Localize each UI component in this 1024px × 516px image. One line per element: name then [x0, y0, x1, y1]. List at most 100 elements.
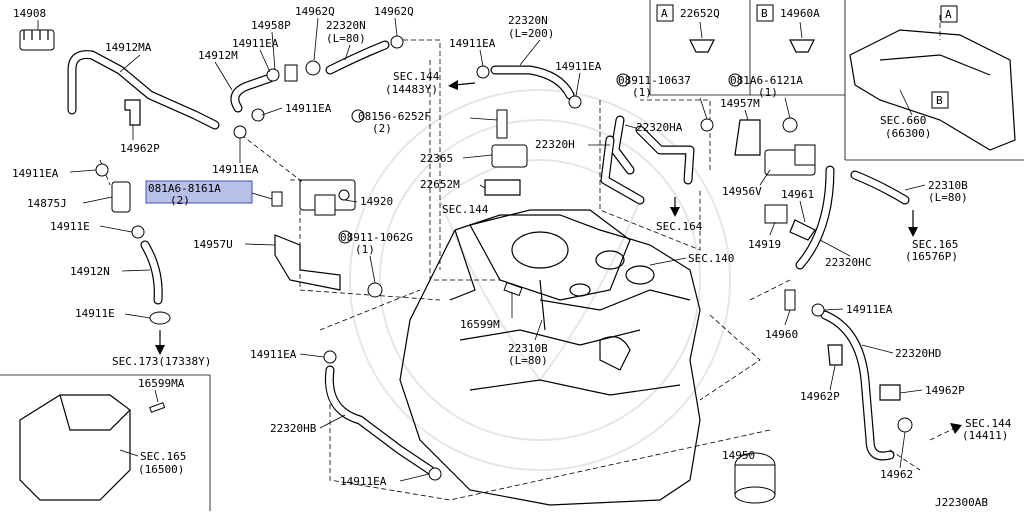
- clamps-14958P-14962Q[interactable]: [266, 35, 404, 82]
- bracket-14962P-right-upper[interactable]: [827, 344, 843, 366]
- label-14911E-b: 14911E: [75, 307, 115, 320]
- engine-assembly: [399, 209, 701, 506]
- hose-22320N-L80[interactable]: [325, 40, 390, 75]
- label-22320N-a: 22320N: [326, 19, 366, 32]
- clamp-14911EA-lower[interactable]: [323, 350, 442, 481]
- label-22320N-a-len: (L=80): [326, 32, 366, 45]
- label-14908: 14908: [13, 7, 46, 20]
- label-14920: 14920: [360, 195, 393, 208]
- clamp-14957M[interactable]: [734, 119, 761, 156]
- label-22365: 22365: [420, 152, 453, 165]
- valve-14956V[interactable]: [764, 144, 816, 176]
- bracket-22652M[interactable]: [484, 179, 521, 196]
- hose-22320H[interactable]: [600, 135, 645, 205]
- clip-22652Q[interactable]: [689, 39, 715, 53]
- label-14912M: 14912M: [198, 49, 238, 62]
- label-14911EA-e: 14911EA: [12, 167, 59, 180]
- bracket-14919[interactable]: [764, 204, 788, 224]
- label-sec165-right-ref: (16576P): [905, 250, 958, 263]
- label-sec144-top: SEC.144: [393, 70, 440, 83]
- hose-14912N[interactable]: [140, 240, 163, 305]
- bracket-14962P-left[interactable]: [124, 99, 141, 126]
- label-sec165-left: SEC.165: [140, 450, 186, 463]
- label-22310B-center: 22310B: [508, 342, 548, 355]
- clamp-14911E-upper[interactable]: [131, 225, 145, 239]
- ref-B-cover-label: B: [936, 94, 943, 107]
- tube-22310B-center[interactable]: [539, 279, 546, 331]
- ref-B-label: B: [761, 7, 768, 20]
- clamp-14911EA-left[interactable]: [95, 163, 109, 177]
- label-08911-1062G-qty: (1): [355, 243, 375, 256]
- hose-22310B-upper[interactable]: [850, 170, 910, 205]
- bolt-081A6-6121A[interactable]: [782, 117, 798, 133]
- label-sec660-ref: (66300): [885, 127, 931, 140]
- label-22320HA: 22320HA: [636, 121, 683, 134]
- label-22320H: 22320H: [535, 138, 575, 151]
- clamp-14908[interactable]: [19, 29, 55, 51]
- label-14911EA-i: 14911EA: [846, 303, 893, 316]
- hose-22320HC[interactable]: [795, 165, 835, 270]
- label-sec140: SEC.140: [688, 252, 734, 265]
- clamp-14911EA-right[interactable]: [811, 303, 825, 317]
- hose-14912MA[interactable]: [67, 50, 220, 130]
- highlighted-part-box[interactable]: [145, 180, 253, 204]
- bracket-14962P-right-lower[interactable]: [879, 384, 901, 401]
- label-08156-6252F: 08156-6252F: [358, 110, 431, 123]
- label-14962P-r2: 14962P: [925, 384, 965, 397]
- label-sec165-right: SEC.165: [912, 238, 958, 251]
- label-sec165-left-ref: (16500): [138, 463, 184, 476]
- down-arrow-sec164: [670, 197, 680, 217]
- connector-14961[interactable]: [789, 219, 816, 241]
- label-sec660: SEC.660: [880, 114, 926, 127]
- clip-14960A[interactable]: [789, 39, 815, 53]
- label-22320N-b-len: (L=200): [508, 27, 554, 40]
- label-diagram-code: J22300AB: [935, 496, 988, 509]
- label-14960: 14960: [765, 328, 798, 341]
- label-14912MA: 14912MA: [105, 41, 152, 54]
- hose-22320N-L200[interactable]: [490, 65, 575, 100]
- label-sec164: SEC.164: [656, 220, 703, 233]
- ref-A-label: A: [661, 7, 668, 20]
- label-14911EA-g: 14911EA: [250, 348, 297, 361]
- label-08911-10637-qty: (1): [632, 86, 652, 99]
- hose-22320HB[interactable]: [324, 365, 435, 475]
- ref-box-A-inset: A: [656, 4, 674, 22]
- label-14958P: 14958P: [251, 19, 291, 32]
- label-22310B-right-len: (L=80): [928, 191, 968, 204]
- bracket-14957U[interactable]: [274, 234, 341, 291]
- dashed-guides: [99, 15, 941, 501]
- label-sec144-right-ref: (14411): [962, 429, 1008, 442]
- label-22652Q: 22652Q: [680, 7, 720, 20]
- label-14912N: 14912N: [70, 265, 110, 278]
- filter-14950[interactable]: [734, 452, 776, 504]
- hose-22320HA[interactable]: [610, 115, 695, 185]
- label-14911EA-d: 14911EA: [285, 102, 332, 115]
- connector-14875J[interactable]: [111, 181, 131, 213]
- clamp-14911E-lower[interactable]: [149, 311, 171, 325]
- hose-14912M[interactable]: [230, 73, 275, 113]
- label-14911EA-f: 14911EA: [212, 163, 259, 176]
- fitting-14960[interactable]: [784, 289, 796, 311]
- sensor-22365[interactable]: [491, 109, 528, 168]
- nut-08911-10637[interactable]: [700, 118, 714, 132]
- label-14911EA-c: 14911EA: [555, 60, 602, 73]
- label-22320HC: 22320HC: [825, 256, 871, 269]
- ref-box-A-cover: A: [940, 5, 958, 23]
- label-14957U: 14957U: [193, 238, 233, 251]
- label-16599MA: 16599MA: [138, 377, 185, 390]
- label-14962P-left: 14962P: [120, 142, 160, 155]
- label-16599M: 16599M: [460, 318, 500, 331]
- ref-box-B-cover: B: [931, 91, 949, 109]
- engine-cover-66300[interactable]: [849, 29, 1016, 151]
- right-arrow-sec144-lower: [929, 423, 962, 441]
- clamp-14911EA-top[interactable]: [233, 65, 582, 139]
- solenoid-14920[interactable]: [299, 179, 356, 216]
- label-14911E-a: 14911E: [50, 220, 90, 233]
- label-14961: 14961: [781, 188, 814, 201]
- bolt-081A6-8161A[interactable]: [271, 191, 283, 207]
- nut-08911-1062G[interactable]: [367, 282, 383, 298]
- hose-22320HD[interactable]: [820, 310, 895, 461]
- label-22652M: 22652M: [420, 178, 460, 191]
- clamp-14962-right[interactable]: [897, 417, 913, 433]
